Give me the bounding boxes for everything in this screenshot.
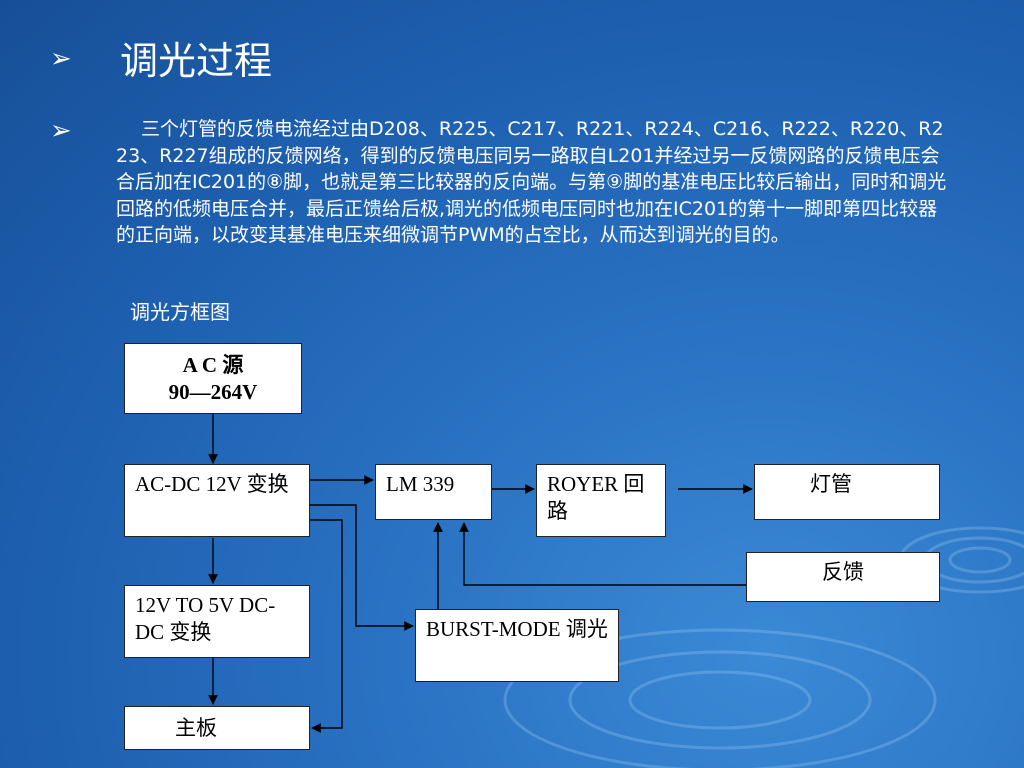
mainboard-label: 主板	[175, 716, 217, 740]
ac-source-label: A C 源	[182, 353, 244, 377]
arrow-acdc-to-mainboard	[310, 519, 343, 733]
diagram-title: 调光方框图	[130, 300, 230, 324]
mainboard-box: 主板	[124, 706, 310, 750]
burst-mode-box: BURST-MODE 调光	[415, 609, 619, 682]
slide-title: 调光过程	[120, 39, 273, 83]
body-paragraph: 三个灯管的反馈电流经过由D208、R225、C217、R221、R224、C21…	[116, 118, 947, 246]
royer-label: ROYER 回路	[547, 472, 645, 523]
paragraph-bullet-icon: ➢	[50, 116, 72, 146]
lm339-box: LM 339	[375, 464, 492, 520]
lm339-label: LM 339	[386, 472, 455, 496]
dcdc-label: 12V TO 5V DC-DC 变换	[135, 593, 276, 644]
dcdc-box: 12V TO 5V DC-DC 变换	[124, 585, 310, 658]
burst-mode-label: BURST-MODE 调光	[426, 617, 608, 641]
arrow-feedback-to-lm339	[459, 522, 746, 586]
acdc-label: AC-DC 12V 变换	[135, 472, 289, 496]
lamp-box: 灯管	[754, 464, 940, 520]
arrow-acdc-to-burst	[310, 504, 414, 631]
lamp-label: 灯管	[810, 472, 852, 496]
royer-box: ROYER 回路	[536, 464, 666, 537]
ac-source-voltage: 90—264V	[168, 380, 258, 404]
feedback-label: 反馈	[822, 560, 864, 584]
ac-source-box: A C 源 90—264V	[124, 343, 302, 414]
acdc-box: AC-DC 12V 变换	[124, 464, 310, 537]
title-bullet-icon: ➢	[50, 44, 72, 74]
feedback-box: 反馈	[746, 552, 940, 602]
